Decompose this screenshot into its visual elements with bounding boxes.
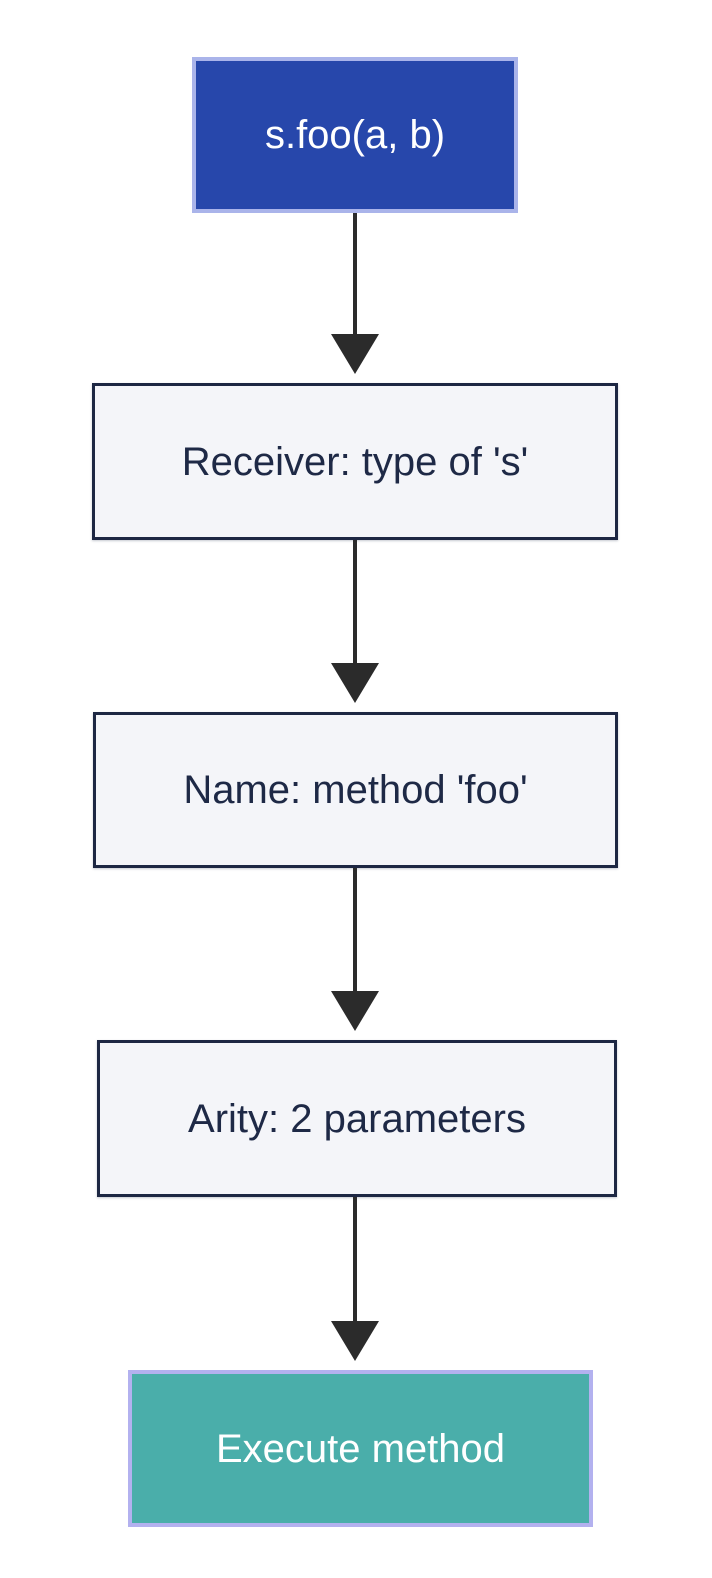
arrow-shaft [353,1197,357,1321]
arrowhead-down-icon [331,334,379,374]
arrow-arity-to-execute [331,1197,379,1361]
arrow-shaft [353,540,357,663]
arrow-shaft [353,868,357,991]
flow-node-call: s.foo(a, b) [192,57,518,213]
arrowhead-down-icon [331,991,379,1031]
arrow-call-to-receiver [331,213,379,374]
flow-node-execute: Execute method [128,1370,593,1527]
flow-node-arity-label: Arity: 2 parameters [188,1096,526,1141]
flow-node-name-label: Name: method 'foo' [183,768,528,812]
flow-node-call-label: s.foo(a, b) [264,113,446,157]
arrow-name-to-arity [331,868,379,1031]
flow-node-name: Name: method 'foo' [93,712,618,868]
flow-node-execute-label: Execute method [215,1426,506,1471]
arrowhead-down-icon [331,1321,379,1361]
arrowhead-down-icon [331,663,379,703]
flow-node-receiver-label: Receiver: type of 's' [181,439,529,484]
flow-node-arity: Arity: 2 parameters [97,1040,617,1197]
arrow-shaft [353,213,357,334]
flow-node-receiver: Receiver: type of 's' [92,383,618,540]
arrow-receiver-to-name [331,540,379,703]
